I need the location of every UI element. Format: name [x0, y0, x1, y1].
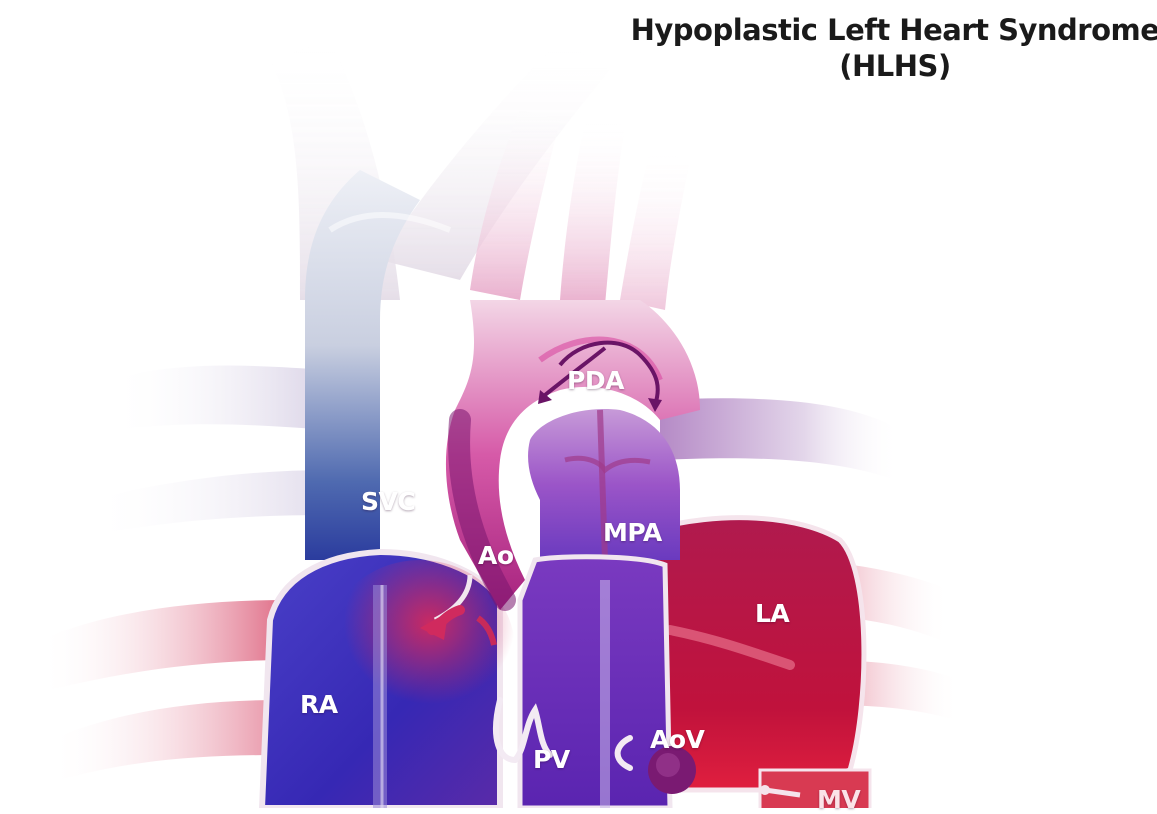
- diagram-title: Hypoplastic Left Heart Syndrome (HLHS): [600, 12, 1157, 84]
- title-line-1: Hypoplastic Left Heart Syndrome: [600, 12, 1157, 48]
- label-mpa: MPA: [603, 518, 662, 547]
- label-ra: RA: [300, 690, 338, 719]
- label-mv: MV: [817, 785, 860, 814]
- label-ao: Ao: [478, 541, 514, 570]
- label-pda: PDA: [567, 366, 624, 395]
- label-svc: SVC: [361, 487, 415, 516]
- title-line-2: (HLHS): [600, 48, 1157, 84]
- label-aov: AoV: [650, 725, 704, 754]
- label-pv: PV: [533, 745, 570, 774]
- label-la: LA: [755, 599, 789, 628]
